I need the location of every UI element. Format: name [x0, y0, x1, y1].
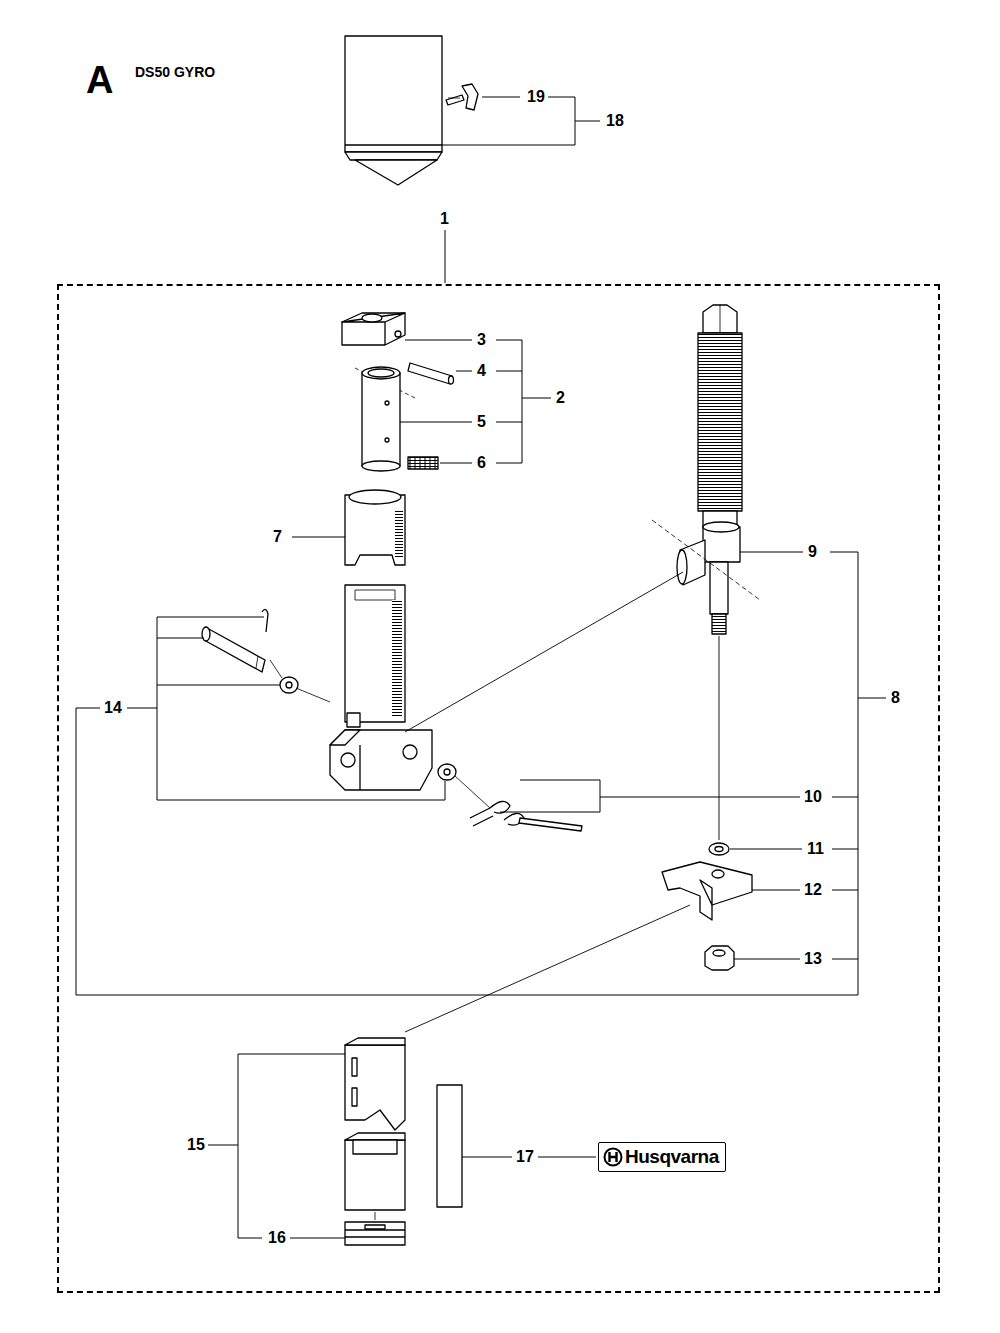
- callout-number: 17: [516, 1149, 534, 1165]
- callout-number: 6: [477, 455, 486, 471]
- callout-number: 2: [556, 390, 565, 406]
- callout-number: 10: [804, 789, 822, 805]
- callout-number: 12: [804, 882, 822, 898]
- logo-icon: [603, 1147, 623, 1167]
- brand-name: Husqvarna: [625, 1146, 719, 1168]
- callout-number: 4: [477, 363, 486, 379]
- callout-number: 7: [273, 529, 282, 545]
- callout-number: 18: [606, 113, 624, 129]
- callout-number: 15: [187, 1137, 205, 1153]
- callout-number: 11: [807, 841, 824, 857]
- callout-number: 19: [527, 89, 545, 105]
- figure-title: A: [86, 61, 113, 99]
- callout-number: 3: [477, 332, 486, 348]
- callout-number: 1: [440, 210, 449, 228]
- callout-number: 5: [477, 414, 486, 430]
- callout-number: 9: [808, 544, 817, 560]
- callout-number: 14: [104, 700, 122, 716]
- callout-number: 8: [891, 690, 900, 706]
- callout-number: 16: [268, 1230, 286, 1246]
- callout-number: 13: [804, 951, 822, 967]
- figure-title: DS50 GYRO: [135, 65, 215, 79]
- brand-logo: Husqvarna: [598, 1142, 726, 1172]
